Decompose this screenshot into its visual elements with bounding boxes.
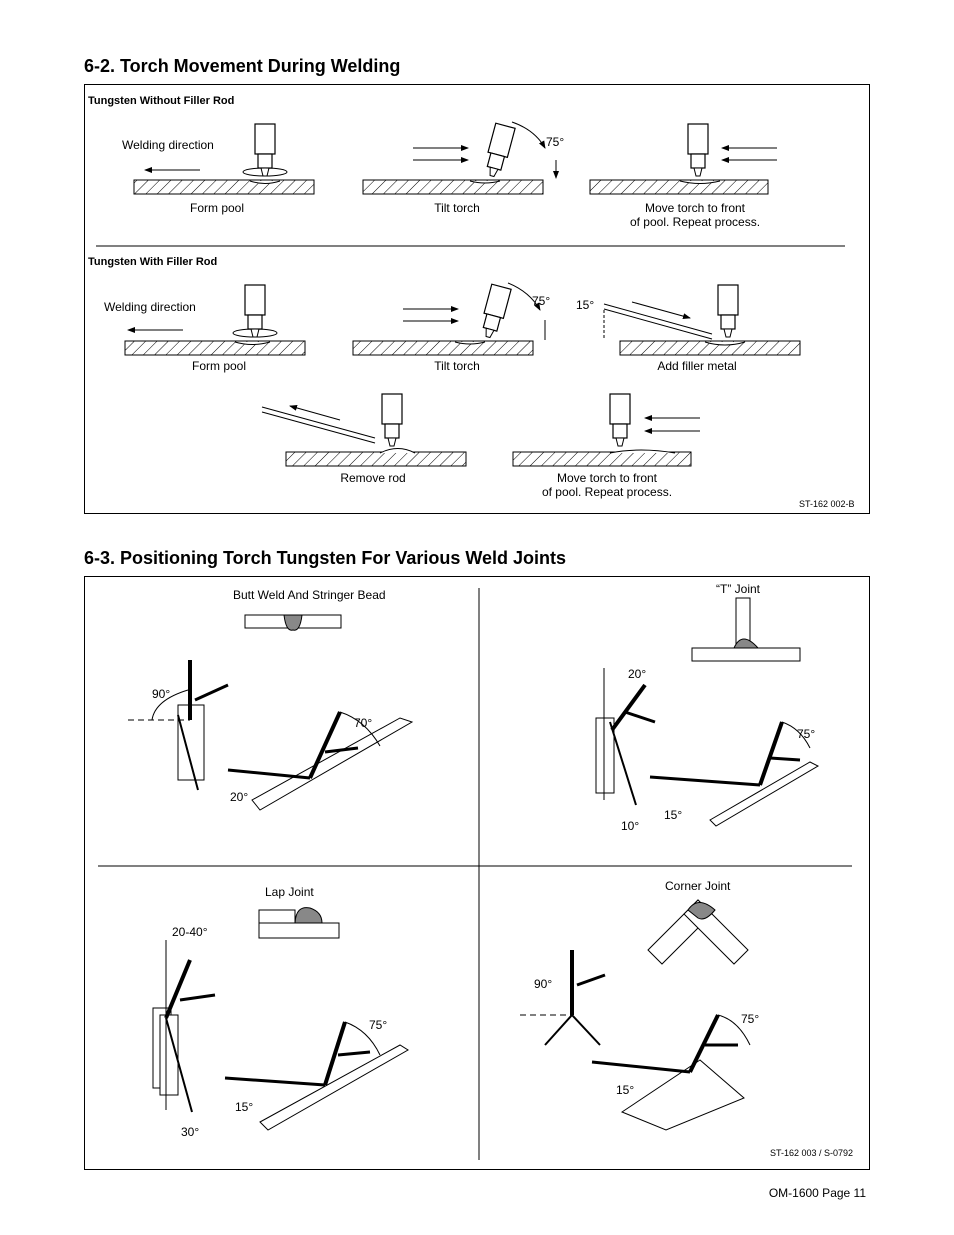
caption-form-pool-2: Form pool (191, 359, 247, 373)
t-angle-10: 10° (621, 819, 640, 833)
page-footer: OM-1600 Page 11 (768, 1186, 866, 1200)
caption-remove-rod: Remove rod (340, 471, 406, 485)
caption-move-torch-2: Move torch to front of pool. Repeat proc… (541, 471, 673, 499)
corner-angle-15: 15° (616, 1083, 635, 1097)
caption-add-filler: Add filler metal (657, 359, 737, 373)
butt-angle-90: 90° (152, 687, 171, 701)
figure-ref-62: ST-162 002-B (799, 499, 855, 509)
corner-joint-label: Corner Joint (665, 879, 731, 893)
t-angle-15: 15° (664, 808, 683, 822)
t-angle-20: 20° (628, 667, 647, 681)
heading-without-filler: Tungsten Without Filler Rod (88, 95, 235, 107)
lap-angle-20-40: 20-40° (172, 925, 208, 939)
butt-angle-20: 20° (230, 790, 249, 804)
caption-form-pool: Form pool (189, 201, 245, 215)
t-joint-label: “T” Joint (716, 582, 761, 596)
lap-angle-15: 15° (235, 1100, 254, 1114)
corner-angle-75: 75° (741, 1012, 760, 1026)
section-title-torch-movement: 6-2. Torch Movement During Welding (84, 56, 401, 76)
caption-tilt-torch-2: Tilt torch (434, 359, 480, 373)
angle-label: 75° (546, 135, 565, 149)
lap-joint-label: Lap Joint (265, 885, 314, 899)
corner-angle-90: 90° (534, 977, 553, 991)
heading-with-filler: Tungsten With Filler Rod (88, 256, 218, 268)
caption-tilt-torch: Tilt torch (434, 201, 480, 215)
t-angle-75: 75° (797, 727, 816, 741)
weld-joints-figure (84, 576, 870, 1170)
butt-angle-70: 70° (354, 716, 373, 730)
plate-1 (133, 179, 315, 195)
butt-weld-label: Butt Weld And Stringer Bead (233, 588, 386, 602)
lap-angle-75: 75° (369, 1018, 388, 1032)
welding-direction-label-2: Welding direction (104, 300, 196, 314)
welding-direction-label: Welding direction (122, 138, 214, 152)
lap-angle-30: 30° (181, 1125, 200, 1139)
torch-movement-figure (84, 84, 870, 514)
section-title-positioning: 6-3. Positioning Torch Tungsten For Vari… (84, 548, 567, 568)
angle-label-rod: 15° (576, 298, 595, 312)
caption-move-torch: Move torch to front of pool. Repeat proc… (629, 201, 761, 229)
figure-ref-63: ST-162 003 / S-0792 (770, 1148, 854, 1158)
